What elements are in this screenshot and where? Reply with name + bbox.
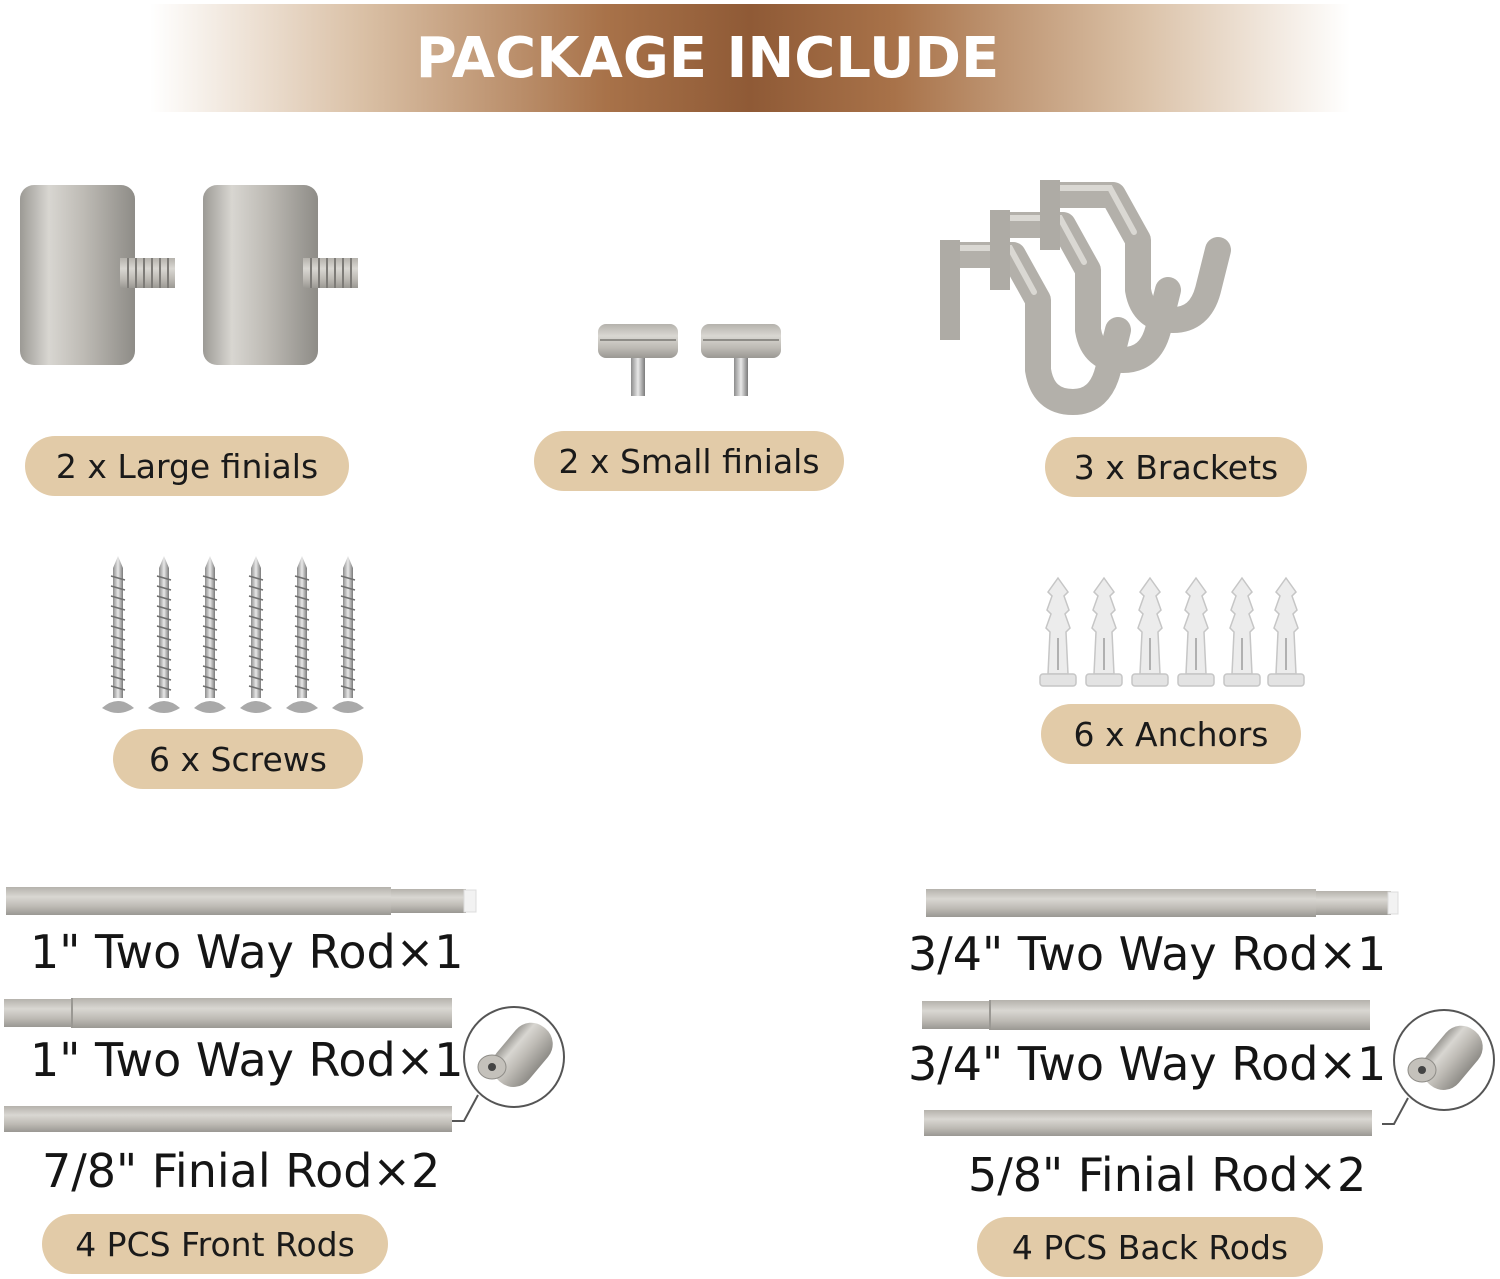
large-finial-icon	[203, 185, 358, 365]
screw-icon	[194, 556, 226, 713]
back-rods-group-label: 4 PCS Back Rods	[977, 1217, 1323, 1277]
back-two-way-rod-1-icon	[926, 889, 1399, 917]
rod-end-detail-icon	[448, 1006, 565, 1122]
back-rod-2-label: 3/4" Two Way Rod×1	[908, 1037, 1387, 1091]
front-two-way-rod-1-icon	[6, 887, 477, 915]
back-two-way-rod-2-icon	[922, 1000, 1370, 1030]
back-rod-1-label: 3/4" Two Way Rod×1	[908, 927, 1387, 981]
small-finials-label: 2 x Small finials	[534, 431, 844, 491]
small-finial-icon	[598, 324, 678, 396]
large-finial-icon	[20, 185, 175, 365]
rod-end-detail-icon	[1382, 1009, 1495, 1125]
anchor-icon	[1085, 576, 1123, 687]
anchor-icon	[1131, 576, 1169, 687]
front-rod-3-label: 7/8" Finial Rod×2	[42, 1144, 441, 1198]
front-finial-rod-icon	[4, 1106, 452, 1132]
back-finial-rod-icon	[924, 1110, 1372, 1136]
back-rod-3-label: 5/8" Finial Rod×2	[968, 1148, 1367, 1202]
brackets-label: 3 x Brackets	[1045, 437, 1307, 497]
anchor-icon	[1039, 576, 1077, 687]
front-two-way-rod-2-icon	[4, 998, 452, 1028]
anchor-icon	[1223, 576, 1261, 687]
front-rods-group-label: 4 PCS Front Rods	[42, 1214, 388, 1274]
header-banner	[150, 4, 1350, 112]
anchor-icon	[1267, 576, 1305, 687]
small-finial-icon	[701, 324, 781, 396]
bracket-icon	[940, 180, 1231, 415]
large-finials-label: 2 x Large finials	[25, 436, 349, 496]
front-rod-1-label: 1" Two Way Rod×1	[30, 925, 464, 979]
anchor-icon	[1177, 576, 1215, 687]
front-rod-2-label: 1" Two Way Rod×1	[30, 1033, 464, 1087]
anchors-label: 6 x Anchors	[1041, 704, 1301, 764]
screw-icon	[102, 556, 134, 713]
page-title: PACKAGE INCLUDE	[415, 25, 1000, 91]
screw-icon	[332, 556, 364, 713]
screw-icon	[240, 556, 272, 713]
screws-label: 6 x Screws	[113, 729, 363, 789]
screw-icon	[148, 556, 180, 713]
screw-icon	[286, 556, 318, 713]
